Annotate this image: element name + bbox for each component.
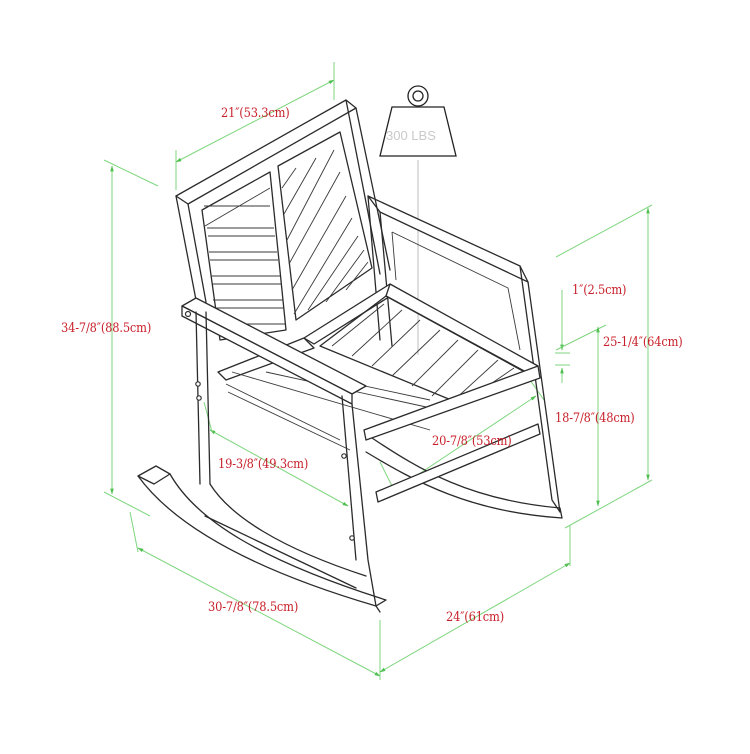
dim-armrest-thickness-label: 1″(2.5cm) bbox=[572, 283, 627, 298]
dim-seat-depth-label: 19-3/8″(49.3cm) bbox=[218, 457, 309, 472]
dim-overall-width-label: 24″(61cm) bbox=[446, 610, 504, 625]
dim-seat-height-label: 18-7/8″(48cm) bbox=[555, 411, 635, 426]
dim-overall-height-label: 34-7/8″(88.5cm) bbox=[61, 321, 152, 336]
dim-seat-width-label: 20-7/8″(53cm) bbox=[432, 434, 512, 449]
dim-overall-depth-label: 30-7/8″(78.5cm) bbox=[208, 600, 299, 615]
dim-back-width-label: 21″(53.3cm) bbox=[221, 106, 290, 121]
dim-arm-height-label: 25-1/4″(64cm) bbox=[603, 335, 683, 350]
dimension-lines bbox=[103, 62, 653, 680]
weight-icon bbox=[379, 85, 457, 157]
chair-drawing bbox=[137, 99, 563, 613]
weight-capacity-label: 300 LBS bbox=[386, 128, 436, 143]
